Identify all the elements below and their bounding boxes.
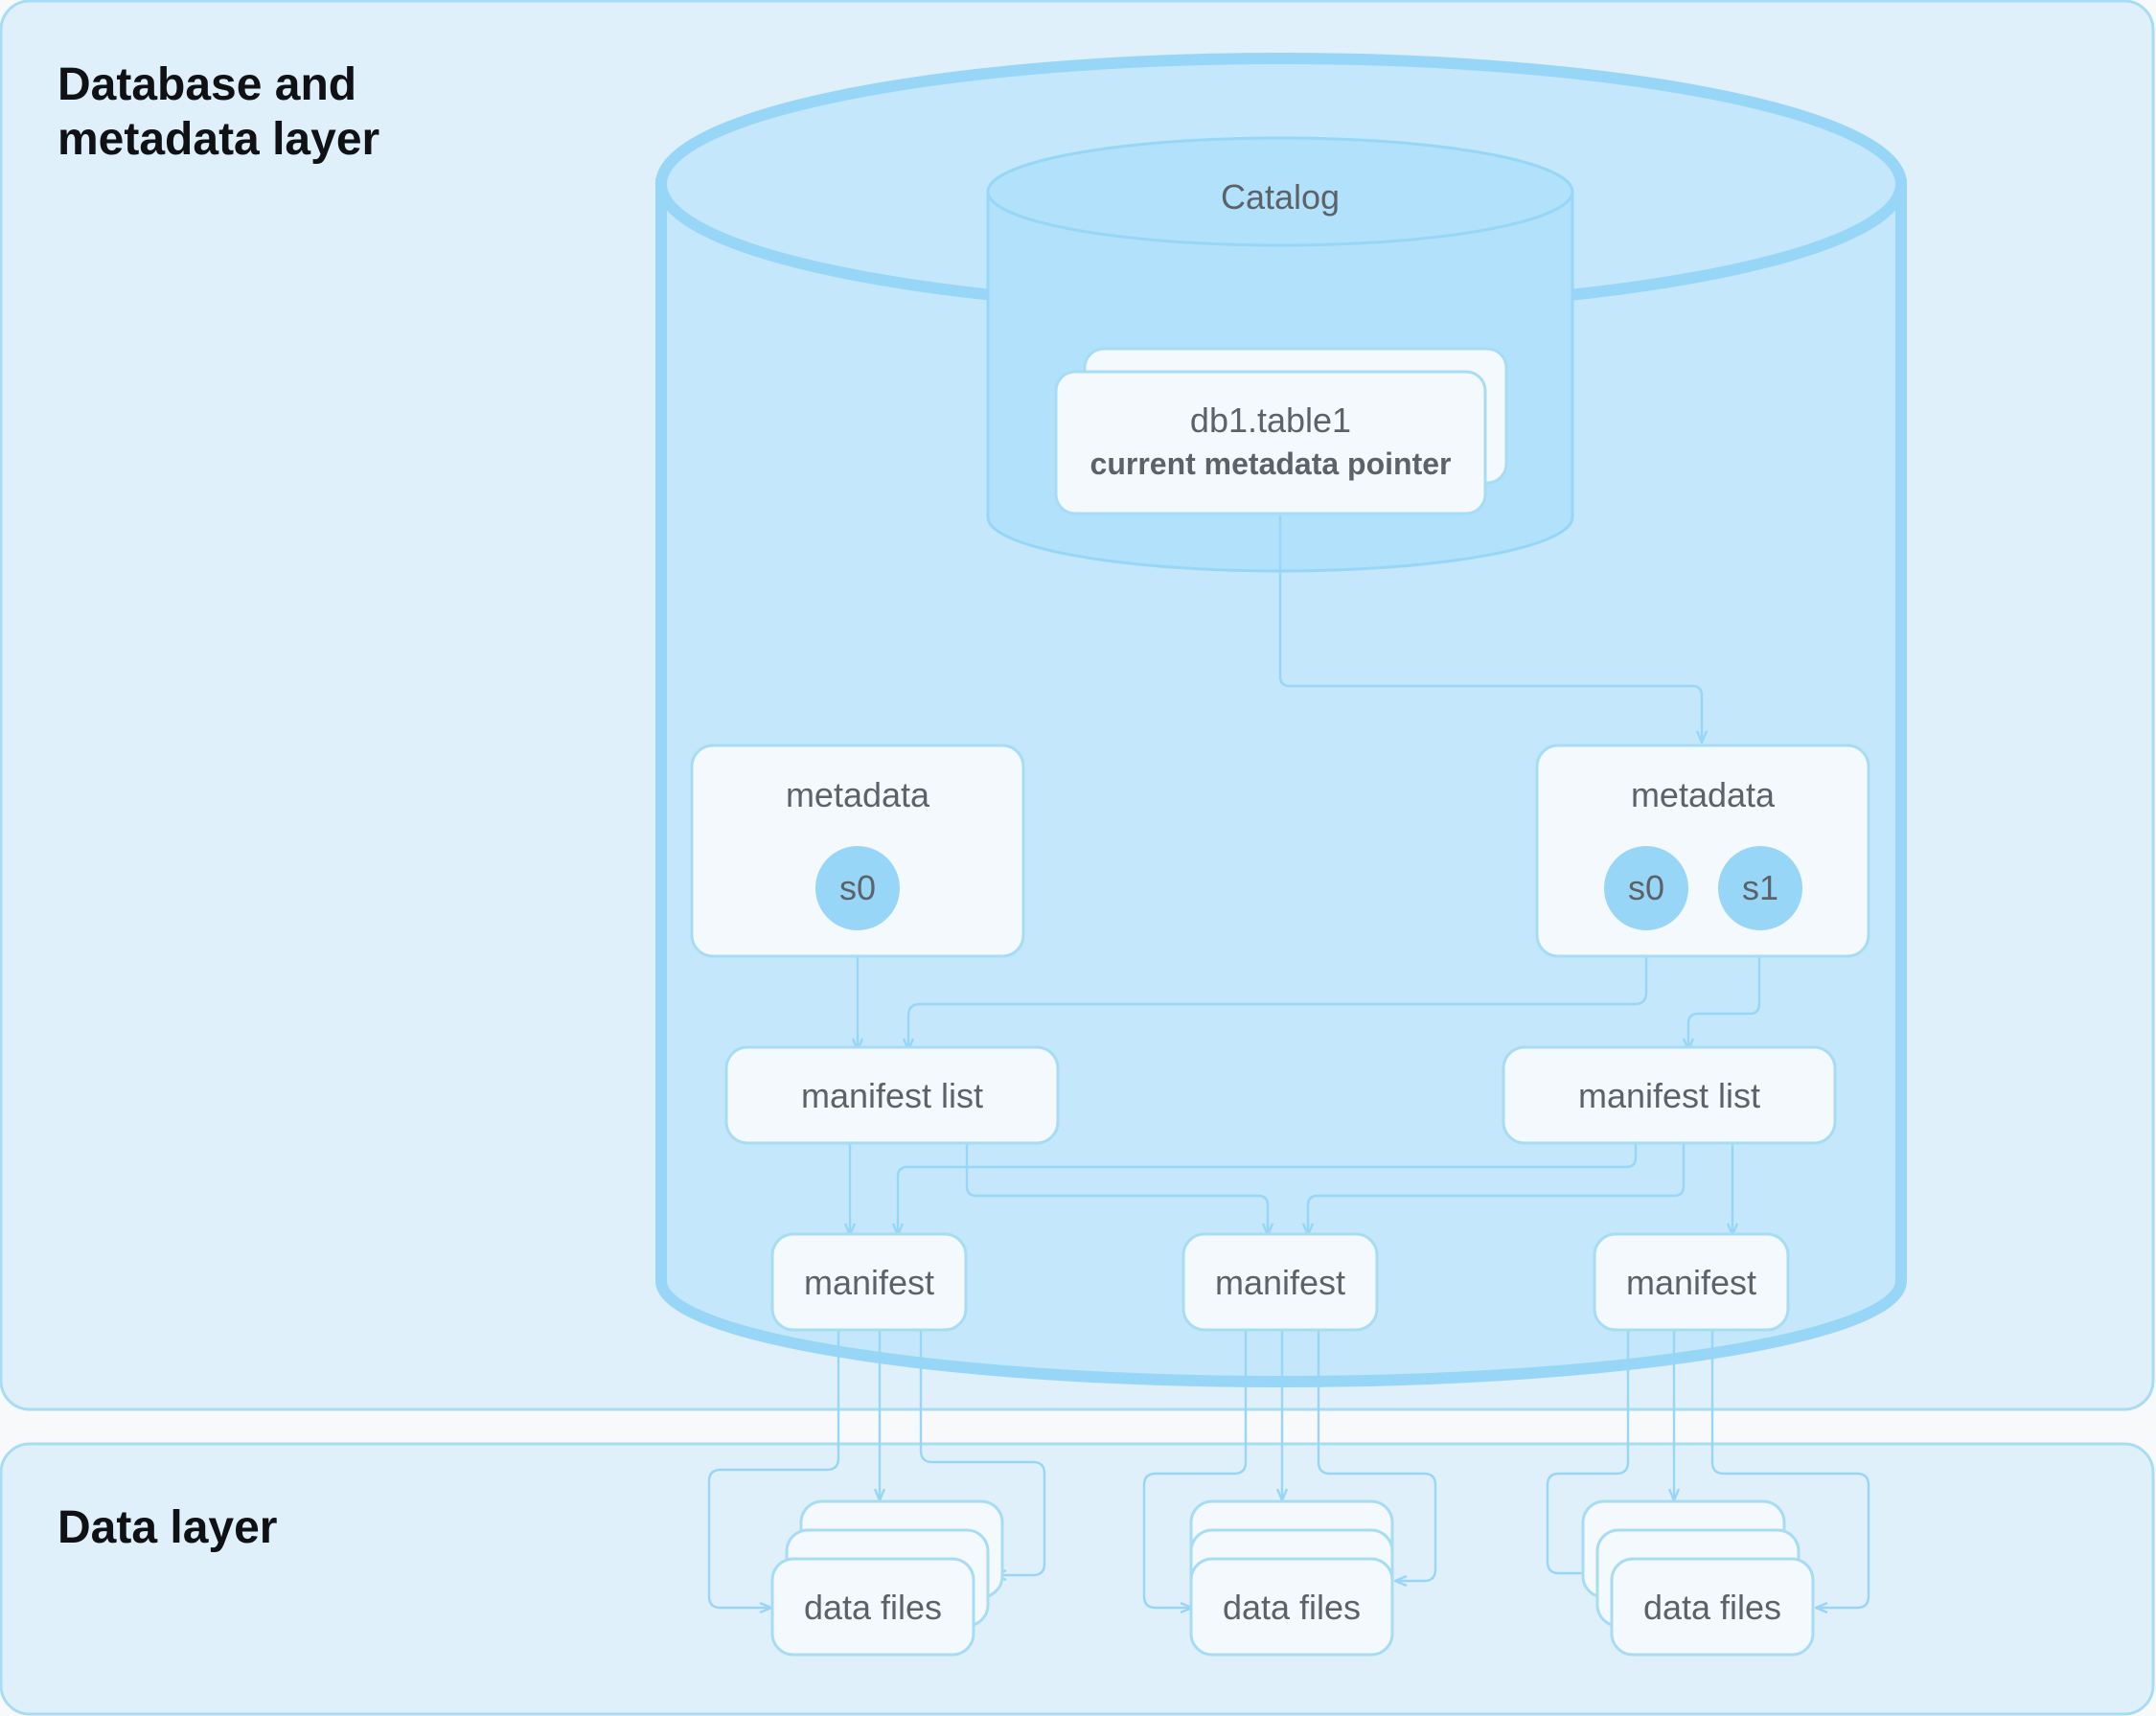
connector-manifest2-files-c (1317, 1331, 1437, 1581)
snapshot-circle (815, 846, 900, 930)
connector-s0-right-to-manifest-list (908, 927, 1648, 1050)
manifest-label: manifest (803, 1263, 935, 1302)
data-files-label: data files (803, 1588, 943, 1627)
snapshot-circle (1604, 846, 1688, 930)
manifest-box (770, 1232, 968, 1332)
metadata-label-current: metadata (1630, 775, 1776, 814)
data-files-label: data files (1642, 1588, 1782, 1627)
catalog-table-name: db1.table1 (1189, 400, 1352, 440)
connectors (707, 515, 1870, 1608)
catalog-title: Catalog (1220, 177, 1341, 217)
snapshot-label-s0: s0 (1627, 868, 1665, 907)
connector-manifest1-files-c (919, 1331, 1046, 1575)
connector-pointer-to-metadata (1278, 515, 1702, 743)
metadata-label-old: metadata (785, 775, 930, 814)
connector-list1-to-manifest2 (965, 1144, 1268, 1235)
manifest-list-label: manifest list (800, 1076, 984, 1115)
connector-list2-to-manifest1 (898, 1144, 1638, 1235)
data-layer-title: Data layer (57, 1502, 278, 1553)
manifest-box (1181, 1232, 1379, 1332)
data-files-stack (1189, 1499, 1394, 1657)
manifest-label: manifest (1214, 1263, 1346, 1302)
catalog-table-card (1054, 370, 1487, 515)
manifest-list-label: manifest list (1577, 1076, 1761, 1115)
connector-manifest3-files-c (1710, 1331, 1870, 1608)
snapshot-label-s1: s1 (1741, 868, 1779, 907)
data-files-stack (770, 1499, 1004, 1657)
manifest-box (1593, 1232, 1790, 1332)
connector-list2-to-manifest2 (1308, 1144, 1686, 1235)
connector-manifest2-files-a (1142, 1331, 1248, 1608)
manifest-list-box (1502, 1045, 1837, 1145)
metadata-layer-title: Database and metadata layer (57, 59, 380, 165)
connector-s1-to-manifest-list (1688, 927, 1761, 1050)
manifest-label: manifest (1625, 1263, 1757, 1302)
current-metadata-pointer-label: current metadata pointer (1089, 446, 1452, 481)
snapshot-label-s0: s0 (838, 868, 877, 907)
manifest-list-box (724, 1045, 1060, 1145)
data-layer-panel (0, 1442, 2155, 1716)
connector-manifest3-files-a (1546, 1331, 1630, 1573)
data-files-label: data files (1222, 1588, 1362, 1627)
snapshot-circle (1718, 846, 1802, 930)
catalog-table-card-stack (1054, 347, 1508, 515)
data-files-stack (1581, 1499, 1815, 1657)
connector-manifest1-files-a (707, 1331, 840, 1608)
